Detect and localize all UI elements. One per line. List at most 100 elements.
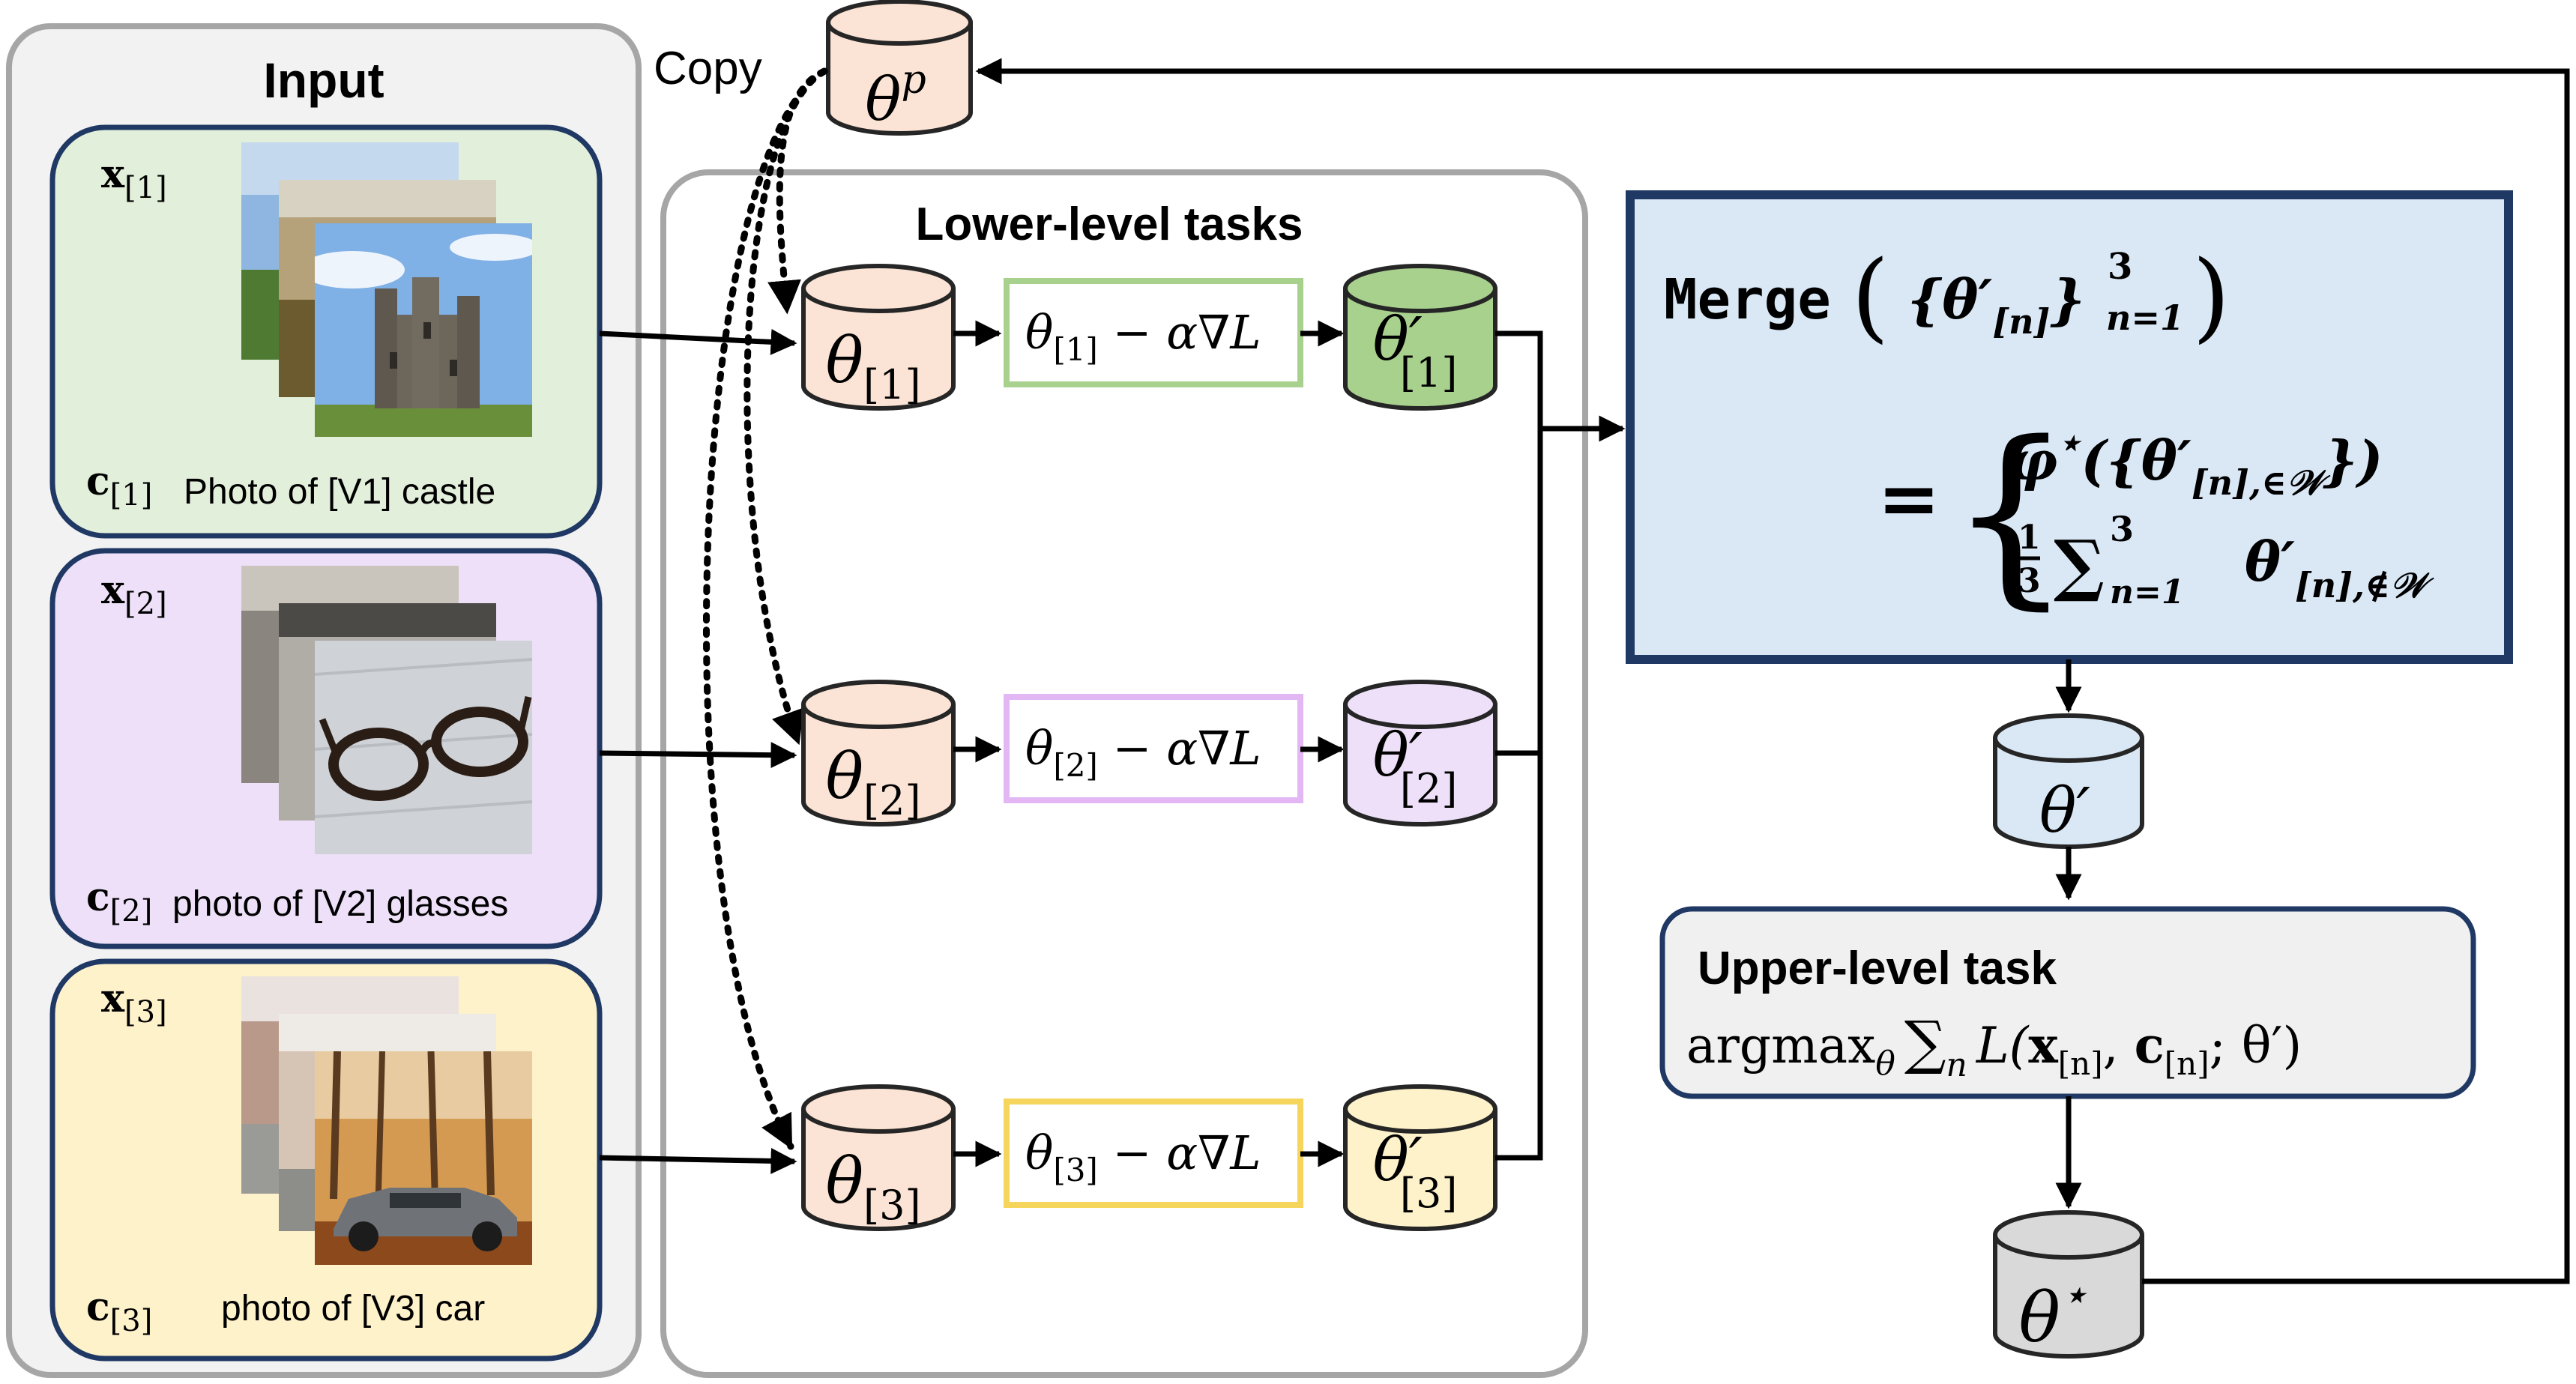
c-label: c xyxy=(86,874,110,920)
svg-text:x[1]: x[1] xyxy=(101,151,167,205)
copy-label: Copy xyxy=(654,43,762,94)
merge-arg-sup: 3 xyxy=(2108,246,2132,288)
svg-text:x[3]: x[3] xyxy=(101,976,167,1030)
car-in-forest-photo xyxy=(315,1051,532,1265)
theta-p-cylinder: θp xyxy=(826,0,973,136)
update-rest: − α∇L xyxy=(1098,721,1261,776)
svg-text:θ[2]: θ[2] xyxy=(825,740,920,824)
svg-text:θ⋆: θ⋆ xyxy=(2019,1269,2089,1358)
svg-text:θ′[1]: θ′[1] xyxy=(1373,304,1458,396)
x-subscript: [2] xyxy=(124,587,167,621)
input-sample-2: x[2] c[2] photo of [V2] glasses xyxy=(49,548,603,949)
x-subscript: [1] xyxy=(124,171,167,205)
update-theta: θ xyxy=(1025,721,1053,776)
svg-text:θ[1]: θ[1] xyxy=(825,324,920,408)
gradient-update-box: θ[3] − α∇L xyxy=(1004,1099,1303,1208)
c-subscript: [3] xyxy=(110,1304,153,1338)
theta-symbol: θ xyxy=(2019,1278,2060,1358)
gradient-update-box: θ[2] − α∇L xyxy=(1004,694,1303,803)
input-arrows xyxy=(599,328,797,1174)
theta-prime-subscript: [3] xyxy=(1400,1170,1458,1217)
formula-c-sub: [n] xyxy=(2165,1045,2209,1082)
theta-prime-label: θ′ xyxy=(2039,776,2090,847)
svg-text:θ′[2]: θ′[2] xyxy=(1373,720,1458,812)
svg-text:θ[1] − α∇L: θ[1] − α∇L xyxy=(1025,305,1261,368)
merge-arg-sub: [n] xyxy=(1992,301,2050,342)
theta-output-cylinder: θ′[1] xyxy=(1343,264,1497,411)
case2-sum-sup: 3 xyxy=(2110,509,2134,549)
svg-text:θ[3]: θ[3] xyxy=(825,1144,920,1229)
svg-text:): ) xyxy=(2192,239,2230,353)
merge-collector-lines xyxy=(1495,330,1626,1161)
svg-text:θ[2] − α∇L: θ[2] − α∇L xyxy=(1025,721,1261,784)
case1-star: ⋆ xyxy=(2057,420,2082,465)
castle-photo xyxy=(315,223,532,437)
x-label: x xyxy=(101,151,125,197)
svg-text:φ⋆({θ′[n],∈𝒲}): φ⋆({θ′[n],∈𝒲}) xyxy=(2009,420,2383,503)
x-subscript: [3] xyxy=(124,995,167,1030)
c-label: c xyxy=(86,459,110,504)
formula-c: c xyxy=(2135,1016,2165,1075)
theta-input-cylinder: θ[3] xyxy=(801,1084,956,1231)
svg-text:c[3]: c[3] xyxy=(86,1284,152,1338)
theta-subscript: [3] xyxy=(863,1182,921,1229)
theta-input-cylinder: θ[2] xyxy=(801,680,956,827)
formula-L: L( xyxy=(1976,1017,2030,1075)
svg-text:θ′[n],∉𝒲: θ′[n],∉𝒲 xyxy=(2245,530,2434,605)
gradient-update-box: θ[1] − α∇L xyxy=(1004,278,1303,387)
svg-text:{: { xyxy=(1949,401,2072,627)
feedback-loop-arrow xyxy=(975,58,2570,1284)
theta-output-cylinder: θ′[2] xyxy=(1343,680,1497,827)
theta-prime-symbol: θ′ xyxy=(1373,720,1423,790)
case1-theta: θ′ xyxy=(2141,429,2192,492)
update-theta: θ xyxy=(1025,305,1053,360)
theta-prime-symbol: θ′ xyxy=(1373,1125,1423,1194)
svg-text:θ[3] − α∇L: θ[3] − α∇L xyxy=(1025,1125,1261,1188)
theta-star-cylinder: θ⋆ xyxy=(1993,1210,2144,1359)
x-label: x xyxy=(101,567,125,613)
c-subscript: [2] xyxy=(110,894,153,928)
theta-superscript: p xyxy=(901,58,926,103)
update-rest: − α∇L xyxy=(1098,1125,1261,1180)
update-subscript: [1] xyxy=(1053,331,1098,368)
caption: photo of [V3] car xyxy=(221,1289,485,1329)
svg-text:Merge: Merge xyxy=(1664,268,1831,332)
case1-phi: φ xyxy=(2009,429,2057,492)
update-subscript: [2] xyxy=(1053,747,1098,784)
merge-arg-theta: θ′ xyxy=(1942,268,1992,331)
update-theta: θ xyxy=(1025,1125,1053,1180)
merge-equals: = xyxy=(1877,454,1940,543)
c-label: c xyxy=(86,1284,110,1330)
update-rest: − α∇L xyxy=(1098,305,1261,360)
svg-text:x[2]: x[2] xyxy=(101,567,167,621)
lower-level-title: Lower-level tasks xyxy=(916,199,1303,250)
merge-keyword: Merge xyxy=(1664,268,1831,332)
caption: Photo of [V1] castle xyxy=(184,472,495,512)
theta-prime-subscript: [1] xyxy=(1400,349,1458,396)
theta-prime-subscript: [2] xyxy=(1400,765,1458,812)
theta-symbol: θ xyxy=(825,324,863,397)
case2-theta: θ′ xyxy=(2245,530,2295,593)
svg-text:∑: ∑ xyxy=(2054,525,2105,605)
svg-text:c[2]: c[2] xyxy=(86,874,152,928)
formula-x: x xyxy=(2028,1016,2058,1075)
svg-text:θ′[3]: θ′[3] xyxy=(1373,1125,1458,1217)
svg-text:c[1]: c[1] xyxy=(86,459,152,513)
formula-sum-sub: n xyxy=(1946,1046,1967,1084)
caption: photo of [V2] glasses xyxy=(172,884,508,924)
formula-argmax-sub: θ xyxy=(1875,1045,1895,1083)
theta-output-cylinder: θ′[3] xyxy=(1343,1084,1497,1231)
case2-frac-den: 3 xyxy=(2018,562,2041,600)
svg-text:(: ( xyxy=(1851,239,1889,353)
glasses-photo xyxy=(315,641,532,854)
theta-subscript: [1] xyxy=(863,361,921,408)
case2-frac-num: 1 xyxy=(2018,519,2041,557)
c-subscript: [1] xyxy=(110,478,153,513)
merge-arg-lower: n=1 xyxy=(2106,297,2184,338)
theta-symbol: θ xyxy=(825,1144,863,1218)
x-label: x xyxy=(101,976,125,1021)
